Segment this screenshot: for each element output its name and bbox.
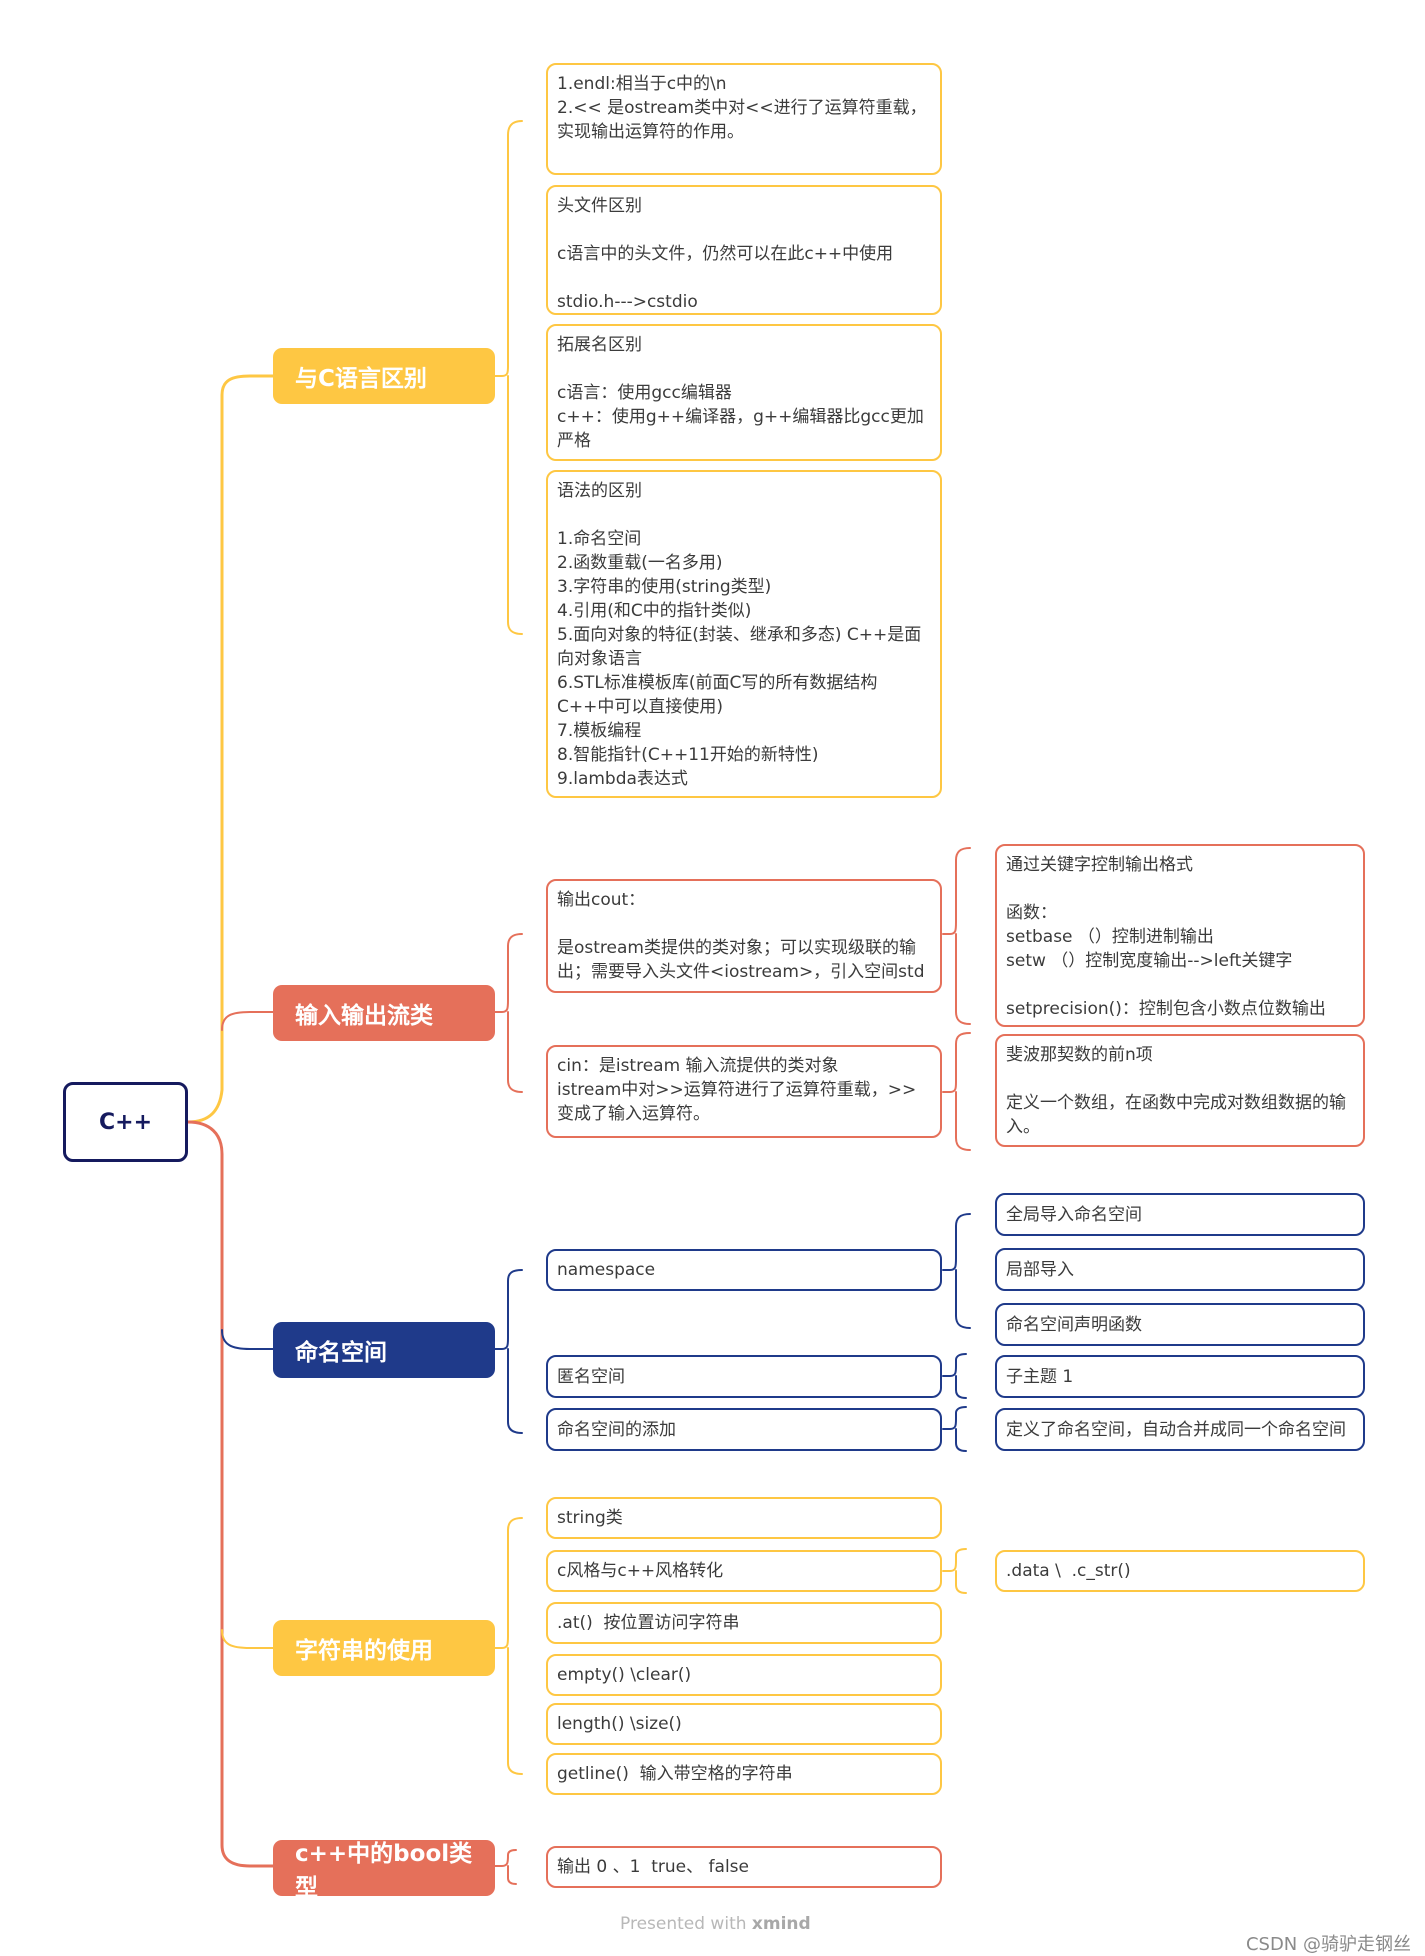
leaf-ns-merge[interactable]: 定义了命名空间，自动合并成同一个命名空间 — [995, 1408, 1365, 1451]
leaf-string-class[interactable]: string类 — [546, 1497, 942, 1539]
leaf-anonymous-namespace[interactable]: 匿名空间 — [546, 1355, 942, 1398]
leaf-cout[interactable]: 输出cout： 是ostream类提供的类对象；可以实现级联的输出；需要导入头文… — [546, 879, 942, 993]
csdn-watermark: CSDN @骑驴走钢丝 — [1245, 1934, 1411, 1955]
branch-string-usage[interactable]: 字符串的使用 — [273, 1620, 495, 1676]
leaf-bool-output[interactable]: 输出 0 、1 true、 false — [546, 1846, 942, 1888]
leaf-format-control[interactable]: 通过关键字控制输出格式 函数： setbase （）控制进制输出 setw （）… — [995, 844, 1365, 1027]
xmind-brand: xmind — [751, 1914, 811, 1934]
leaf-empty-clear[interactable]: empty() \clear() — [546, 1654, 942, 1696]
leaf-endl[interactable]: 1.endl:相当于c中的\n 2.<< 是ostream类中对<<进行了运算符… — [546, 63, 942, 175]
branch-io-stream[interactable]: 输入输出流类 — [273, 985, 495, 1041]
leaf-syntax[interactable]: 语法的区别 1.命名空间 2.函数重载(一名多用) 3.字符串的使用(strin… — [546, 470, 942, 798]
branch-namespace[interactable]: 命名空间 — [273, 1322, 495, 1378]
leaf-length-size[interactable]: length() \size() — [546, 1703, 942, 1745]
leaf-header-files[interactable]: 头文件区别 c语言中的头文件，仍然可以在此c++中使用 stdio.h--->c… — [546, 185, 942, 315]
leaf-namespace[interactable]: namespace — [546, 1249, 942, 1291]
leaf-getline[interactable]: getline() 输入带空格的字符串 — [546, 1753, 942, 1795]
leaf-namespace-add[interactable]: 命名空间的添加 — [546, 1408, 942, 1451]
leaf-subtopic-1[interactable]: 子主题 1 — [995, 1355, 1365, 1398]
leaf-c-cpp-conversion[interactable]: c风格与c++风格转化 — [546, 1550, 942, 1592]
presented-label: Presented with — [620, 1914, 747, 1934]
leaf-cin[interactable]: cin：是istream 输入流提供的类对象 istream中对>>运算符进行了… — [546, 1045, 942, 1138]
leaf-extension[interactable]: 拓展名区别 c语言：使用gcc编辑器 c++：使用g++编译器，g++编辑器比g… — [546, 324, 942, 461]
presented-with-footer: Presented with xmind — [620, 1914, 811, 1934]
leaf-data-cstr[interactable]: .data \ .c_str() — [995, 1550, 1365, 1592]
root-topic[interactable]: C++ — [63, 1082, 188, 1162]
leaf-ns-function-decl[interactable]: 命名空间声明函数 — [995, 1303, 1365, 1346]
leaf-local-import[interactable]: 局部导入 — [995, 1248, 1365, 1291]
leaf-global-import[interactable]: 全局导入命名空间 — [995, 1193, 1365, 1236]
leaf-at[interactable]: .at() 按位置访问字符串 — [546, 1602, 942, 1644]
branch-c-difference[interactable]: 与C语言区别 — [273, 348, 495, 404]
leaf-fibonacci[interactable]: 斐波那契数的前n项 定义一个数组，在函数中完成对数组数据的输入。 — [995, 1034, 1365, 1147]
branch-bool-type[interactable]: c++中的bool类型 — [273, 1840, 495, 1901]
